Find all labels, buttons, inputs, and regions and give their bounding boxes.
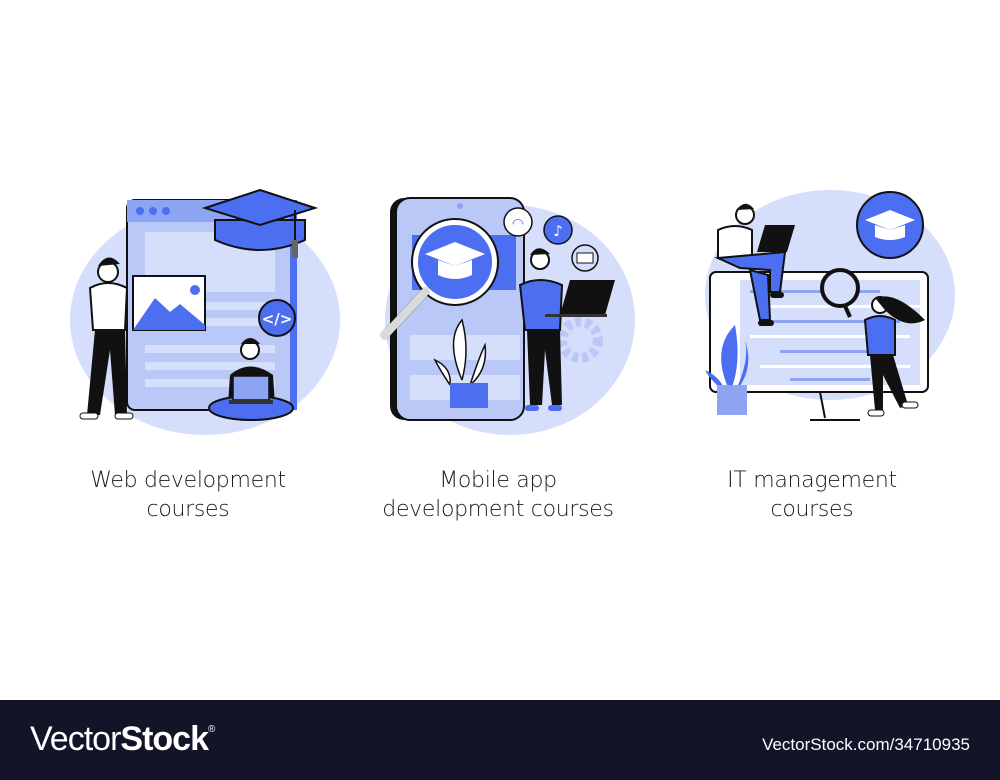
- man-holding-image: [79, 257, 134, 420]
- it-management-art: [705, 190, 955, 421]
- vectorstock-logo[interactable]: VectorStock®: [30, 720, 215, 759]
- man-with-laptop: [518, 248, 615, 411]
- plant-icon: [705, 325, 749, 415]
- web-development-illustration: </>: [65, 180, 345, 440]
- mail-icon: [571, 244, 599, 272]
- plant-icon: [433, 318, 488, 408]
- code-tag-icon: </>: [258, 299, 296, 337]
- caption-mobile-app: Mobile app development courses: [348, 466, 648, 524]
- laptop-icon: [545, 280, 615, 317]
- music-note-icon: ♪: [543, 215, 573, 245]
- gear-icon: [557, 317, 603, 363]
- caption-line-2: courses: [770, 497, 854, 522]
- registered-mark: ®: [207, 724, 215, 735]
- magnifier-icon: [820, 268, 860, 318]
- it-management-illustration: [690, 180, 970, 440]
- graduation-cap-icon: [201, 188, 319, 258]
- caption-line-1: Web development: [90, 468, 286, 493]
- graduation-cap-icon: [425, 242, 485, 279]
- man-with-laptop: [714, 203, 795, 326]
- man-with-laptop: [208, 338, 294, 421]
- web-development-art: </>: [70, 188, 340, 435]
- caption-line-1: IT management: [727, 468, 897, 493]
- graduation-cap-icon: [856, 191, 924, 259]
- logo-light-text: Vector: [30, 720, 121, 758]
- logo-bold-text: Stock: [120, 720, 209, 758]
- image-icon: [132, 275, 206, 331]
- caption-it-management: IT management courses: [662, 466, 962, 524]
- svg-text:◠: ◠: [512, 216, 524, 232]
- laptop-icon: [757, 225, 795, 252]
- wifi-icon: ◠: [503, 207, 533, 237]
- laptop-icon: [229, 375, 273, 404]
- mobile-app-illustration: ◠ ♪: [370, 180, 650, 440]
- mobile-app-art: ◠ ♪: [380, 197, 635, 435]
- caption-web-development: Web development courses: [38, 466, 338, 524]
- caption-line-1: Mobile app: [439, 468, 557, 493]
- svg-text:</>: </>: [262, 310, 293, 328]
- footer-bar: VectorStock® VectorStock.com/34710935: [0, 700, 1000, 780]
- svg-text:♪: ♪: [553, 222, 563, 240]
- image-url-link[interactable]: VectorStock.com/34710935: [762, 735, 970, 754]
- caption-line-2: courses: [146, 497, 230, 522]
- woman-with-magnifier: [863, 296, 925, 417]
- caption-line-2: development courses: [382, 497, 614, 522]
